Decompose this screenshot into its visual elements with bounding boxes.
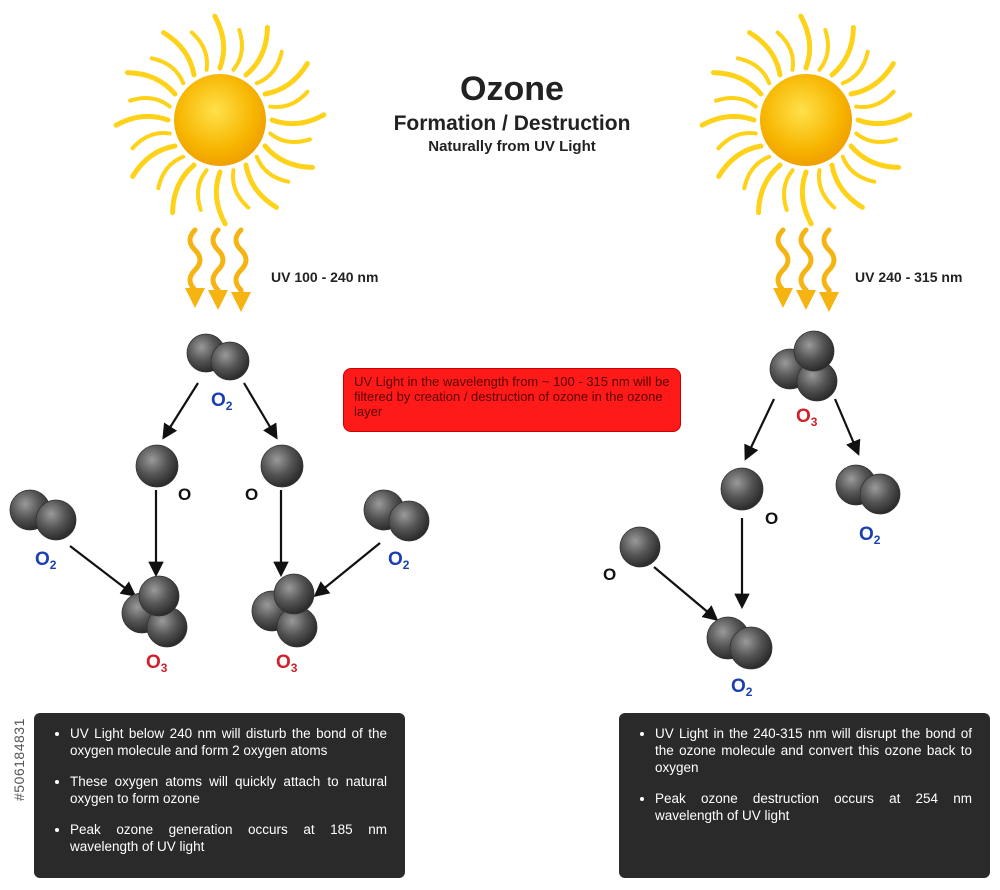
info-box-destruction: UV Light in the 240-315 nm will disrupt … xyxy=(619,713,990,878)
oxygen-atom-mid xyxy=(260,444,304,488)
sun-right-icon xyxy=(699,13,913,227)
diagram-subtitle: Formation / Destruction xyxy=(394,112,631,135)
diagram-subsubtitle: Naturally from UV Light xyxy=(428,138,596,155)
formula-o2-right-bottom: O2 xyxy=(731,676,753,699)
formula-o2-left: O2 xyxy=(35,549,57,572)
o2-molecule-left xyxy=(9,489,77,541)
o3-molecule-left xyxy=(121,575,188,648)
o3-molecule-mid xyxy=(251,573,318,648)
o2-molecule-right-side xyxy=(835,464,901,515)
formula-o3-mid: O3 xyxy=(276,652,298,675)
diagram-title: Ozone xyxy=(460,70,564,108)
o3-molecule-right-main xyxy=(769,330,838,402)
atom-label-right-2: O xyxy=(603,565,616,584)
uv-range-right: UV 240 - 315 nm xyxy=(855,269,962,285)
stock-id-label: #506184831 xyxy=(11,718,27,802)
formula-o3-right: O3 xyxy=(796,406,818,429)
atom-label-left-1: O xyxy=(178,485,191,504)
formula-o2-right-side: O2 xyxy=(859,524,881,547)
atom-label-left-2: O xyxy=(245,485,258,504)
formula-o2-right: O2 xyxy=(388,549,410,572)
info-destruction-item: Peak ozone destruction occurs at 254 nm … xyxy=(655,790,972,824)
formula-o3-left: O3 xyxy=(146,652,168,675)
info-formation-item: UV Light below 240 nm will disturb the b… xyxy=(70,725,387,759)
uv-arrows-right-icon xyxy=(773,227,839,312)
oxygen-atom-left xyxy=(135,444,179,488)
oxygen-atom-right-2 xyxy=(619,526,661,568)
info-formation-item: Peak ozone generation occurs at 185 nm w… xyxy=(70,821,387,855)
wavelength-callout: UV Light in the wavelength from ~ 100 - … xyxy=(343,368,681,432)
o2-molecule-right-bottom xyxy=(706,616,773,670)
sun-left-icon xyxy=(113,13,327,227)
reaction-arrows xyxy=(69,382,861,621)
atom-label-right-1: O xyxy=(765,509,778,528)
o2-molecule-main xyxy=(186,333,250,381)
o2-molecule-right xyxy=(363,489,430,542)
info-formation-item: These oxygen atoms will quickly attach t… xyxy=(70,773,387,807)
info-box-formation: UV Light below 240 nm will disturb the b… xyxy=(34,713,405,878)
oxygen-atom-right-1 xyxy=(720,467,764,511)
info-destruction-item: UV Light in the 240-315 nm will disrupt … xyxy=(655,725,972,776)
formula-o2-main: O2 xyxy=(211,390,233,413)
uv-arrows-left-icon xyxy=(185,227,251,312)
uv-range-left: UV 100 - 240 nm xyxy=(271,269,378,285)
